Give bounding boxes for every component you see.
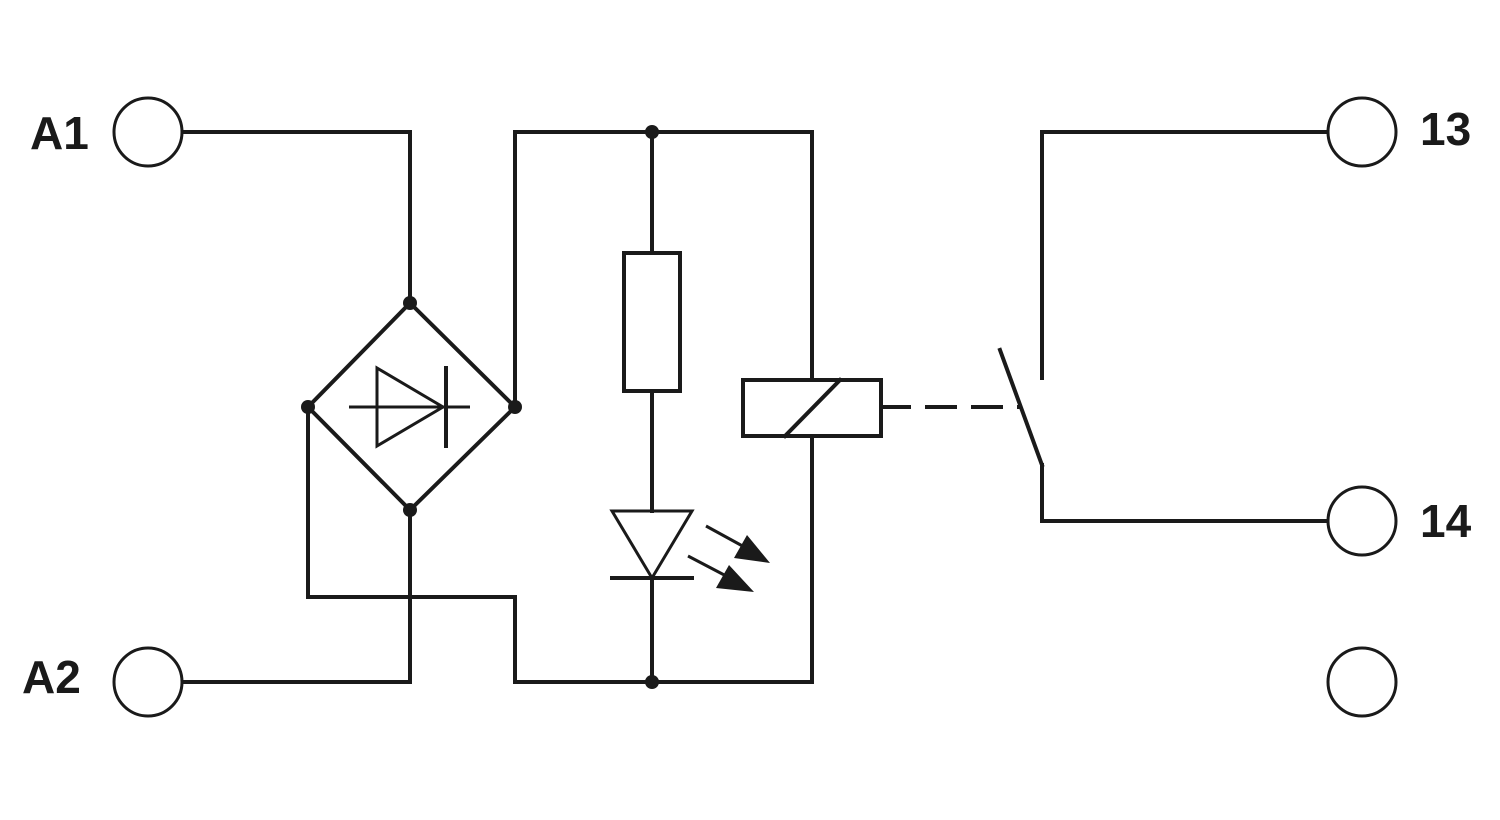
terminal-unlabeled	[1326, 646, 1398, 718]
node-bottom-rail	[645, 675, 659, 689]
junction-nodes	[301, 125, 659, 689]
led-arrow-shaft-1	[705, 524, 749, 551]
wire-terminal-14	[1040, 463, 1332, 523]
terminal-label-a2: A2	[22, 651, 81, 703]
terminal-a1	[112, 96, 184, 168]
terminal-label-14: 14	[1420, 495, 1472, 547]
terminals	[112, 96, 1398, 718]
wiring	[180, 130, 1332, 684]
wire-terminal-13	[1040, 130, 1332, 380]
contact-blade	[997, 347, 1045, 468]
terminal-a2	[112, 646, 184, 718]
terminal-label-13: 13	[1420, 103, 1471, 155]
wire-positive-rail	[513, 130, 814, 409]
terminal-13	[1326, 96, 1398, 168]
relay-coil	[741, 377, 883, 439]
node-bridge-bottom	[403, 503, 417, 517]
led-arrow-head-2	[716, 565, 754, 592]
terminal-label-a1: A1	[30, 107, 89, 159]
node-bridge-left	[301, 400, 315, 414]
node-bridge-right	[508, 400, 522, 414]
led-arrow-head-1	[734, 535, 770, 563]
node-bridge-top	[403, 296, 417, 310]
resistor	[622, 251, 682, 393]
bridge-rectifier	[305, 300, 518, 513]
wire-negative-rail	[306, 405, 814, 684]
led-triangle	[609, 509, 695, 581]
bridge-diode-triangle	[375, 365, 446, 449]
led	[609, 509, 770, 592]
node-top-rail	[645, 125, 659, 139]
wire-a1	[180, 130, 412, 305]
wire-a2	[180, 508, 412, 684]
led-arrow-shaft-2	[687, 554, 731, 580]
terminal-14	[1326, 485, 1398, 557]
coil-slash	[782, 377, 843, 439]
